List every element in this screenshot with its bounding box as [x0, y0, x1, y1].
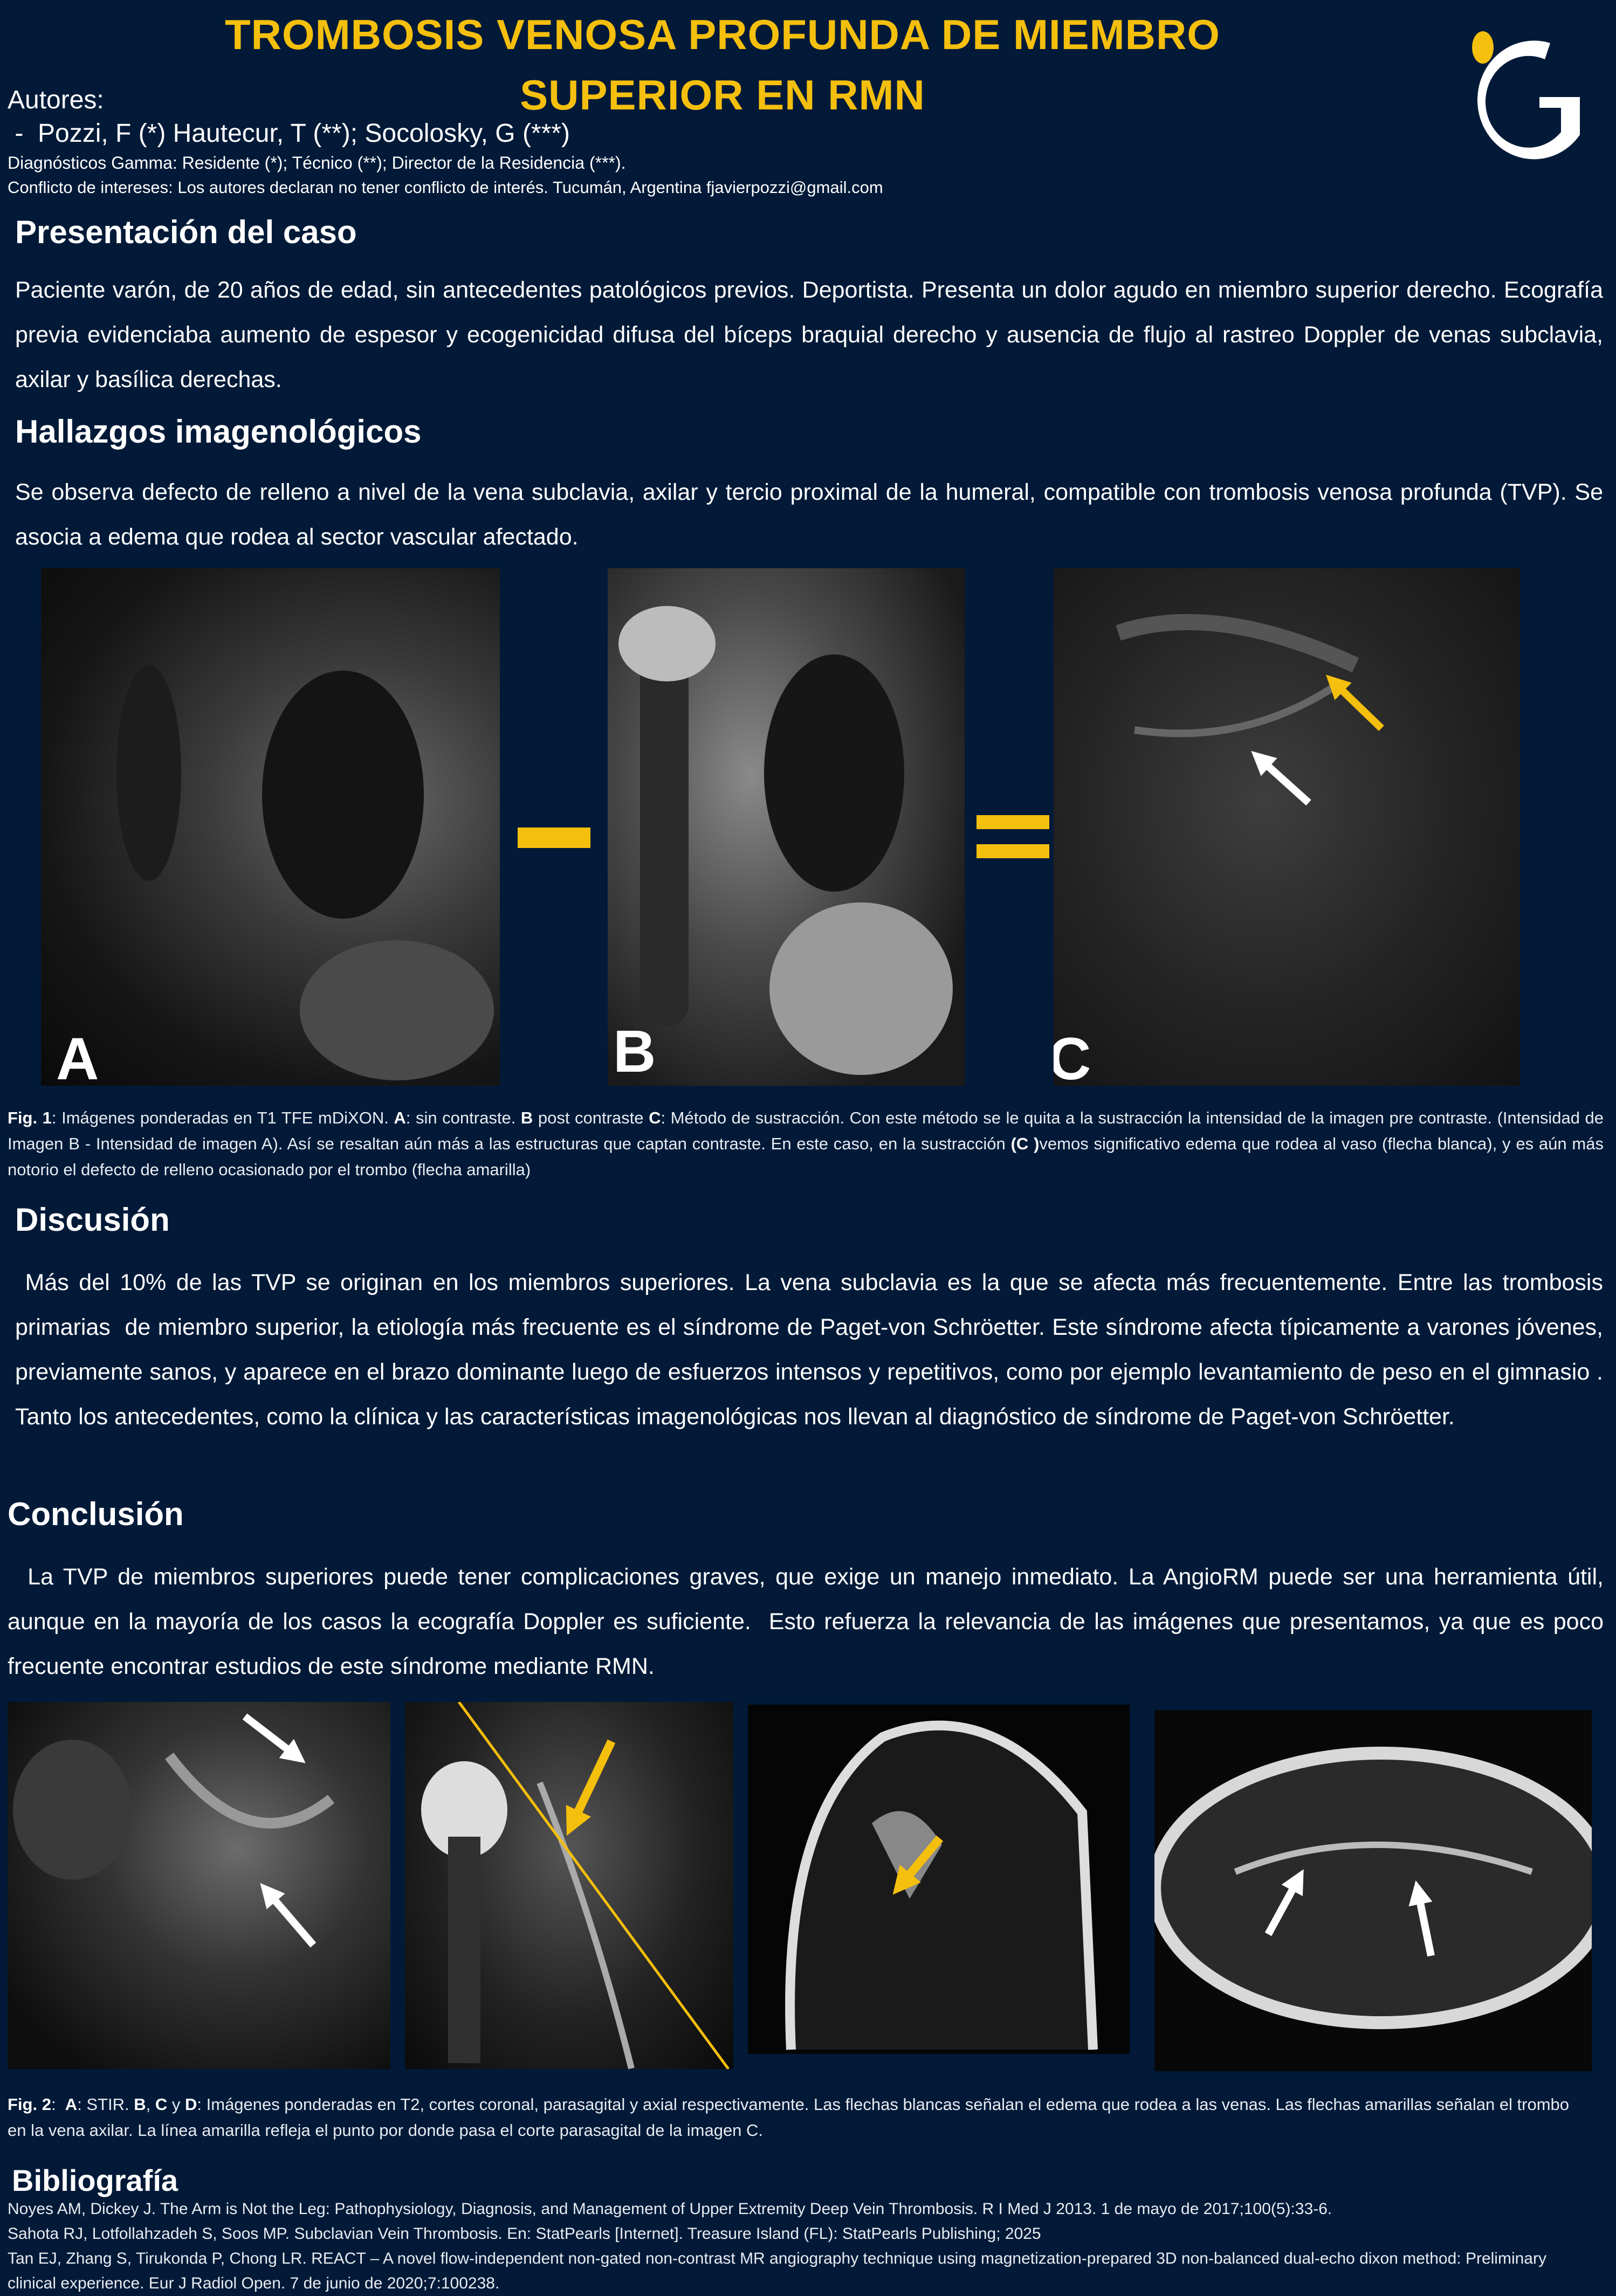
caption-text: : sin contraste. [405, 1108, 521, 1127]
mri-image-b: B [608, 568, 965, 1086]
mri-image-fig2-d [1154, 1710, 1592, 2071]
equals-sign-bar [977, 844, 1049, 858]
white-arrow-icon [260, 1883, 317, 1948]
yellow-arrow-icon [892, 1835, 944, 1895]
caption-bold: B [520, 1108, 533, 1127]
mri-image-a: A [41, 568, 500, 1086]
conclusion-text: La TVP de miembros superiores puede tene… [8, 1564, 1610, 1679]
caption-bold: C [649, 1108, 661, 1127]
image-label-c: C [1054, 1026, 1091, 1086]
caption-text: : STIR. [77, 2095, 134, 2114]
title-line-2: SUPERIOR EN RMN [520, 71, 925, 119]
image-label-b: B [613, 1018, 656, 1085]
white-arrow-icon [1408, 1880, 1435, 1957]
caption-text: y [167, 2095, 185, 2114]
caption-bold: B [134, 2095, 146, 2114]
hallazgos-text: Se observa defecto de relleno a nivel de… [15, 479, 1603, 550]
yellow-arrow-icon [1325, 674, 1384, 732]
mri-image-fig2-c [748, 1705, 1130, 2054]
equals-sign-icon [977, 815, 1049, 829]
reference-item: Noyes AM, Dickey J. The Arm is Not the L… [8, 2200, 1332, 2218]
section-heading-presentacion: Presentación del caso [15, 214, 357, 250]
section-heading-discusion: Discusión [15, 1202, 170, 1238]
white-arrow-icon [1264, 1869, 1304, 1936]
gamma-logo [1450, 22, 1591, 162]
minus-sign-icon [518, 828, 590, 848]
caption-text: : Método de sustracción. Con este método… [8, 1108, 1604, 1153]
presentacion-text: Paciente varón, de 20 años de edad, sin … [15, 277, 1603, 392]
white-arrow-icon [242, 1713, 306, 1763]
authors-label: Autores: [8, 86, 104, 114]
discusion-text: Más del 10% de las TVP se originan en lo… [15, 1270, 1610, 1430]
fig2-label: Fig. 2 [8, 2095, 51, 2114]
yellow-arrow-icon [566, 1739, 616, 1836]
section-heading-hallazgos: Hallazgos imagenológicos [15, 413, 422, 450]
section-heading-conclusion: Conclusión [8, 1496, 184, 1532]
caption-bold: A [65, 2095, 78, 2114]
conflict-statement: Conflicto de intereses: Los autores decl… [8, 178, 883, 197]
caption-bold: D [185, 2095, 197, 2114]
caption-text: : [51, 2095, 65, 2114]
reference-item: Tan EJ, Zhang S, Tirukonda P, Chong LR. … [8, 2250, 1546, 2292]
mri-image-fig2-b [405, 1702, 733, 2069]
caption-text: post contraste [533, 1108, 649, 1127]
white-arrow-icon [1251, 751, 1311, 806]
image-label-a: A [56, 1026, 99, 1086]
caption-bold: C [155, 2095, 168, 2114]
caption-bold: (C ) [1010, 1134, 1040, 1153]
caption-text: vemos significativo edema que rodea al v… [8, 1134, 1604, 1179]
caption-text: : Imágenes ponderadas en T2, cortes coro… [8, 2095, 1570, 2140]
title-line-1: TROMBOSIS VENOSA PROFUNDA DE MIEMBRO [225, 11, 1220, 58]
mri-image-c: C [1054, 568, 1520, 1086]
affiliation: Diagnósticos Gamma: Residente (*); Técni… [8, 153, 626, 173]
fig2-caption: Fig. 2: A: STIR. B, C y D: Imágenes pond… [8, 2092, 1571, 2143]
reference-item: Sahota RJ, Lotfollahzadeh S, Soos MP. Su… [8, 2225, 1041, 2243]
caption-text: , [146, 2095, 155, 2114]
authors-list: - Pozzi, F (*) Hautecur, T (**); Socolos… [8, 119, 570, 148]
caption-text: : Imágenes ponderadas en T1 TFE mDiXON. [51, 1108, 394, 1127]
mri-image-fig2-a [8, 1702, 390, 2069]
fig1-label: Fig. 1 [8, 1108, 52, 1127]
section-heading-bibliografia: Bibliografía [12, 2163, 178, 2197]
poster-title: TROMBOSIS VENOSA PROFUNDA DE MIEMBRO SUP… [0, 4, 1445, 125]
caption-bold: A [394, 1108, 406, 1127]
fig1-caption: Fig. 1: Imágenes ponderadas en T1 TFE mD… [8, 1105, 1604, 1183]
yellow-slice-line [457, 1702, 730, 2069]
